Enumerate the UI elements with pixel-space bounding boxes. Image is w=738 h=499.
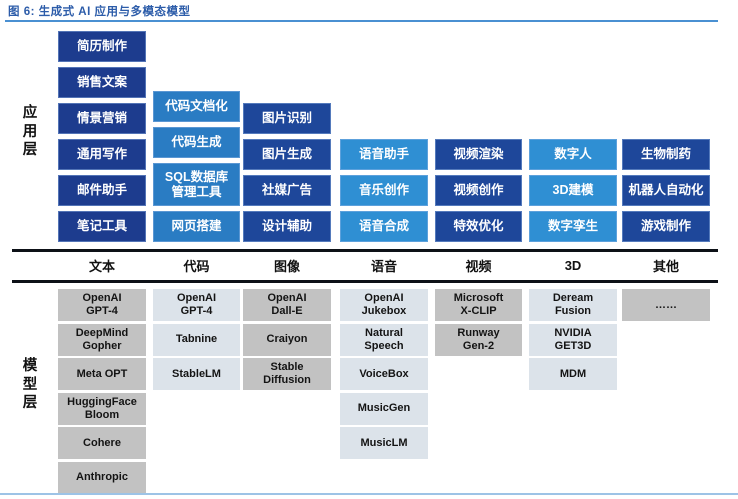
app-box: 代码文档化: [153, 91, 240, 122]
model-column-other: ……: [622, 289, 710, 321]
model-column-video: Microsoft X-CLIP Runway Gen-2: [435, 289, 522, 356]
app-box: 视频创作: [435, 175, 522, 206]
model-box: VoiceBox: [340, 358, 428, 390]
model-box: Natural Speech: [340, 323, 428, 356]
model-box: OpenAI GPT-4: [153, 289, 240, 321]
app-box: 邮件助手: [58, 175, 146, 206]
model-column-3d: Deream Fusion NVIDIA GET3D MDM: [529, 289, 617, 390]
figure-bottom-rule: [0, 493, 738, 495]
app-column-speech: 语音助手 音乐创作 语音合成: [340, 28, 428, 242]
model-box: Craiyon: [243, 323, 331, 356]
application-layer-label: 应用层: [22, 105, 38, 159]
model-box: Meta OPT: [58, 358, 146, 390]
model-box: OpenAI Dall-E: [243, 289, 331, 321]
model-box: OpenAI GPT-4: [58, 289, 146, 321]
app-box: 销售文案: [58, 67, 146, 98]
app-box: 设计辅助: [243, 211, 331, 242]
app-box: 语音助手: [340, 139, 428, 170]
app-box: 情景营销: [58, 103, 146, 134]
model-box: MDM: [529, 358, 617, 390]
model-box: MusicLM: [340, 427, 428, 459]
model-box: StableLM: [153, 358, 240, 390]
app-box: 机器人自动化: [622, 175, 710, 206]
app-column-video: 视频渲染 视频创作 特效优化: [435, 28, 522, 242]
app-box: 特效优化: [435, 211, 522, 242]
app-box: 3D建模: [529, 175, 617, 206]
app-box: 网页搭建: [153, 211, 240, 242]
app-box: SQL数据库 管理工具: [153, 163, 240, 206]
model-box: OpenAI Jukebox: [340, 289, 428, 321]
app-box: 游戏制作: [622, 211, 710, 242]
app-column-3d: 数字人 3D建模 数字孪生: [529, 28, 617, 242]
model-column-code: OpenAI GPT-4 Tabnine StableLM: [153, 289, 240, 390]
category-label-speech: 语音: [370, 258, 397, 274]
band-divider-top: [12, 249, 718, 252]
app-box: 简历制作: [58, 31, 146, 62]
category-label-other: 其他: [652, 258, 679, 274]
model-box: Stable Diffusion: [243, 358, 331, 390]
model-box: MusicGen: [340, 392, 428, 425]
model-box: Tabnine: [153, 323, 240, 356]
app-box: 社媒广告: [243, 175, 331, 206]
category-label-code: 代码: [183, 258, 210, 274]
model-box: ……: [622, 289, 710, 321]
model-box: Deream Fusion: [529, 289, 617, 321]
app-column-other: 生物制药 机器人自动化 游戏制作: [622, 28, 710, 242]
model-column-image: OpenAI Dall-E Craiyon Stable Diffusion: [243, 289, 331, 390]
model-layer-label: 模型层: [22, 358, 38, 412]
model-box: DeepMind Gopher: [58, 323, 146, 356]
model-box: HuggingFace Bloom: [58, 392, 146, 425]
app-box: 图片识别: [243, 103, 331, 134]
app-box: 通用写作: [58, 139, 146, 170]
model-column-text: OpenAI GPT-4 DeepMind Gopher Meta OPT Hu…: [58, 289, 146, 494]
category-label-image: 图像: [273, 258, 300, 274]
app-box: 代码生成: [153, 127, 240, 158]
band-divider-bottom: [12, 280, 718, 283]
app-box: 图片生成: [243, 139, 331, 170]
title-underline: [5, 20, 718, 22]
app-box: 笔记工具: [58, 211, 146, 242]
app-column-image: 图片识别 图片生成 社媒广告 设计辅助: [243, 28, 331, 242]
model-box: NVIDIA GET3D: [529, 323, 617, 356]
app-box: 语音合成: [340, 211, 428, 242]
category-label-video: 视频: [465, 258, 492, 274]
app-box: 生物制药: [622, 139, 710, 170]
app-box: 视频渲染: [435, 139, 522, 170]
figure-title: 图 6: 生成式 AI 应用与多模态模型: [8, 6, 191, 18]
model-box: Runway Gen-2: [435, 323, 522, 356]
app-box: 数字孪生: [529, 211, 617, 242]
category-label-text: 文本: [88, 258, 115, 274]
model-column-speech: OpenAI Jukebox Natural Speech VoiceBox M…: [340, 289, 428, 459]
category-label-3d: 3D: [564, 257, 582, 273]
app-column-code: 代码文档化 代码生成 SQL数据库 管理工具 网页搭建: [153, 28, 240, 242]
app-box: 音乐创作: [340, 175, 428, 206]
app-box: 数字人: [529, 139, 617, 170]
model-box: Microsoft X-CLIP: [435, 289, 522, 321]
model-box: Anthropic: [58, 461, 146, 494]
model-box: Cohere: [58, 427, 146, 459]
app-column-text: 简历制作 销售文案 情景营销 通用写作 邮件助手 笔记工具: [58, 28, 146, 242]
